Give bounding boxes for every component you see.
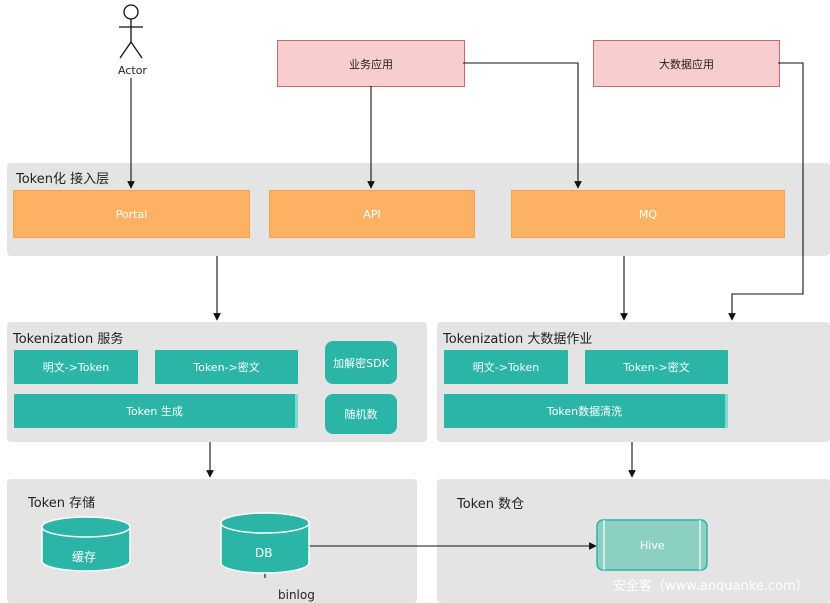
tokenization-service-title: Tokenization 服务 (13, 332, 124, 347)
arrow-business-to-mq (463, 62, 582, 189)
access-layer-title: Token化 接入层 (16, 172, 110, 187)
hive-icon (596, 519, 708, 571)
token-storage-title: Token 存储 (28, 496, 96, 511)
actor-icon (119, 4, 143, 59)
api-box: API (269, 190, 475, 238)
hive-label: Hive (640, 539, 665, 552)
binlog-label: binlog (278, 588, 315, 602)
cache-cylinder-icon (41, 516, 131, 572)
svc-token-generate: Token 生成 (14, 394, 298, 428)
db-label: DB (255, 546, 273, 560)
watermark: 安全客（www.anquanke.com） (613, 579, 809, 594)
token-warehouse-title: Token 数仓 (457, 497, 525, 512)
bigdata-job-title: Tokenization 大数据作业 (443, 332, 593, 347)
mq-box: MQ (511, 190, 785, 238)
db-cylinder-icon (220, 512, 310, 574)
portal-box: Portal (13, 190, 250, 238)
svc-crypto-sdk: 加解密SDK (325, 341, 397, 384)
arrow-bigdata-to-job (728, 62, 804, 321)
cache-label: 缓存 (72, 550, 97, 564)
job-token-cleaning: Token数据清洗 (444, 394, 728, 428)
business-app-box: 业务应用 (277, 40, 465, 87)
arrow-db-to-hive (264, 542, 597, 578)
actor-label: Actor (118, 64, 147, 77)
job-token-to-cipher: Token->密文 (585, 350, 728, 384)
svc-token-to-cipher: Token->密文 (155, 350, 298, 384)
svc-plain-to-token: 明文->Token (14, 350, 138, 384)
job-plain-to-token: 明文->Token (444, 350, 568, 384)
bigdata-app-box: 大数据应用 (593, 40, 780, 87)
svc-random: 随机数 (325, 394, 397, 434)
